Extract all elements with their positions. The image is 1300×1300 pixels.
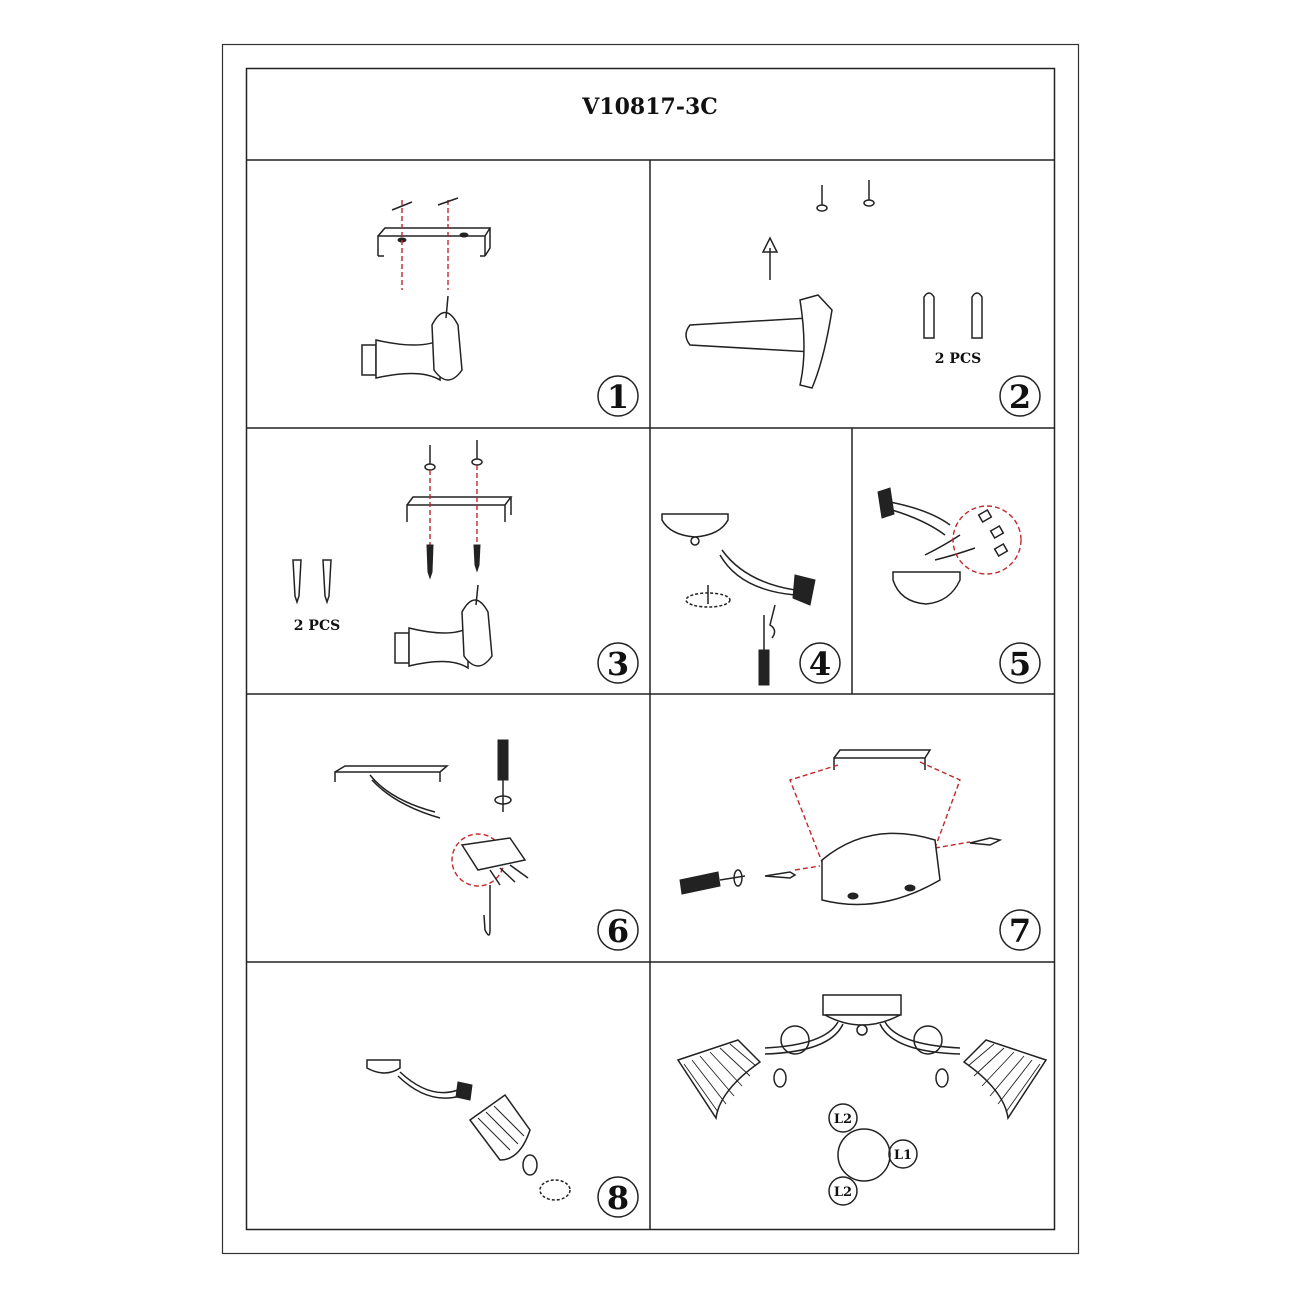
inner-border [245,67,1056,1231]
outer-border [221,43,1080,1255]
drill-icon [394,584,493,670]
drill-icon [361,295,463,382]
screw-icon [816,185,828,212]
step-2-panel: 2 PCS 2 [685,180,1041,417]
wall-anchor-icon [923,292,983,339]
step-number-4: 4 [809,645,831,683]
mounting-bracket [406,496,513,522]
step-4-panel: 4 [661,513,841,686]
screw-icon [863,180,875,207]
step-3-quantity: 2 PCS [294,618,340,634]
screw-icon [292,559,332,605]
step-number-7: 7 [1009,912,1031,950]
step-number-5: 5 [1009,645,1031,683]
screwdriver-icon [494,739,512,812]
grid-lines [246,159,1054,1229]
step-7-panel: 7 [679,749,1041,951]
step-1-panel: 1 [361,197,639,417]
canopy [821,832,941,906]
terminal-block [460,837,527,871]
canopy [822,994,902,1016]
model-title: V10817-3C [581,94,718,120]
step-6-panel: 6 [334,739,639,951]
mounting-bracket [833,749,932,770]
step-3-panel: 2 PCS 3 [292,440,639,684]
mounting-bracket [377,227,492,257]
wire-label-l2-bottom: L2 [834,1185,852,1200]
step-number-2: 2 [1009,378,1031,416]
mounting-bracket [334,765,450,782]
screwdriver-icon [758,615,770,686]
wire-label-l1: L1 [894,1148,912,1163]
step-8-panel: 8 [366,1059,639,1218]
glass-shade [468,1093,531,1161]
canopy [661,513,729,538]
canopy [366,1059,401,1074]
hammer-icon [685,294,833,389]
step-number-1: 1 [607,378,629,416]
finished-fixture-panel: L2 L1 L2 [676,994,1048,1206]
screwdriver-icon [679,869,746,895]
step-number-6: 6 [607,912,629,950]
step-number-3: 3 [607,645,629,683]
step-number-8: 8 [607,1179,629,1217]
step-2-quantity: 2 PCS [935,351,981,367]
wire-label-l2-top: L2 [834,1112,852,1127]
wiring-diagram: L2 L1 L2 [828,1103,918,1206]
arrow-up-icon [761,236,779,280]
step-5-panel: 5 [877,487,1041,684]
canopy [892,571,961,605]
